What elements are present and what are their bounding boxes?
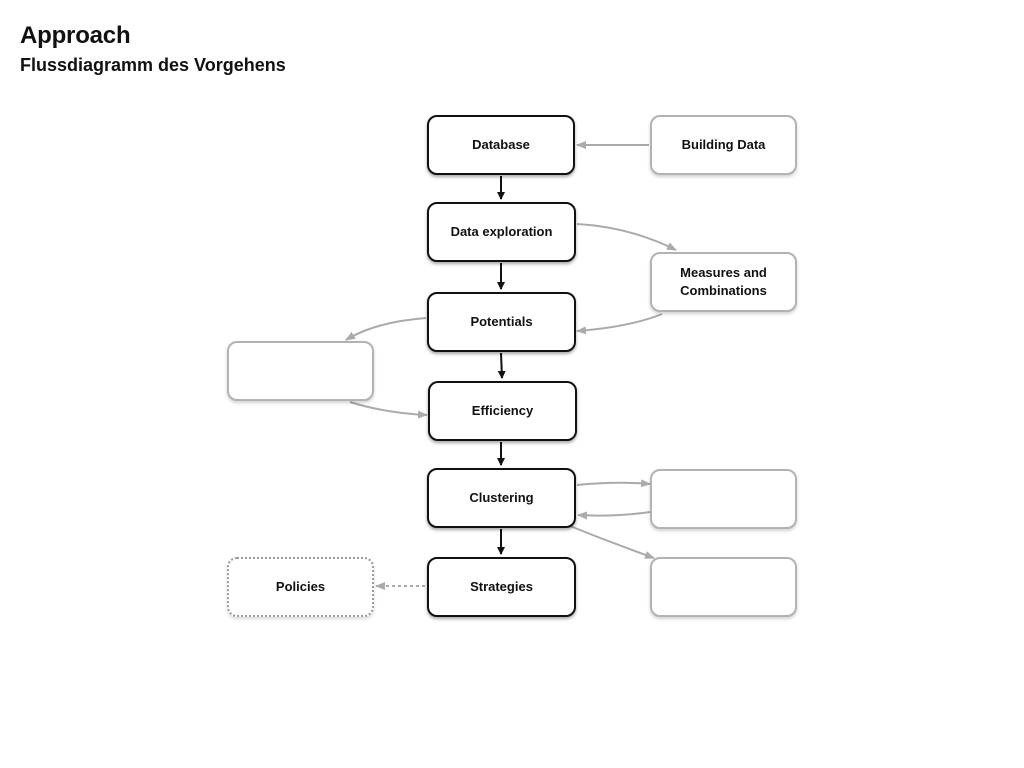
node-potentials-label: Potentials [470,314,533,329]
node-building-data: Building Data [650,115,797,175]
node-database-label: Database [472,137,530,152]
node-data-exploration-label: Data exploration [450,224,553,239]
node-policies-label: Policies [275,579,326,594]
arrow-empty-left-to-efficiency [349,401,428,419]
node-database: Database [427,115,575,175]
node-strategies-label: Strategies [470,579,533,594]
node-measures-label: Measures and Combinations [680,265,767,298]
node-empty-right-1 [650,469,797,529]
node-empty-right-2 [650,557,797,617]
node-efficiency: Efficiency [428,381,577,441]
arrow-potentials-to-efficiency [497,352,506,379]
page-title: Approach [20,22,131,49]
arrow-measures-to-potentials [576,313,663,335]
arrow-exploration-to-measures [576,223,677,251]
page-subtitle: Flussdiagramm des Vorgehens [20,55,286,75]
node-policies: Policies [227,557,374,617]
arrow-clustering-to-empty-right-2 [569,525,655,559]
node-empty-left [227,341,374,401]
node-efficiency-label: Efficiency [471,403,534,418]
arrow-clustering-to-empty-right-1 [576,479,651,488]
node-clustering: Clustering [427,468,576,528]
node-building-data-label: Building Data [681,137,766,152]
node-strategies: Strategies [427,557,576,617]
arrow-potentials-to-empty-left [345,317,427,341]
arrow-empty-right-1-to-clustering [577,511,651,520]
node-measures-combinations: Measures and Combinations [650,252,797,312]
node-clustering-label: Clustering [469,490,534,505]
node-data-exploration: Data exploration [427,202,576,262]
node-potentials: Potentials [427,292,576,352]
